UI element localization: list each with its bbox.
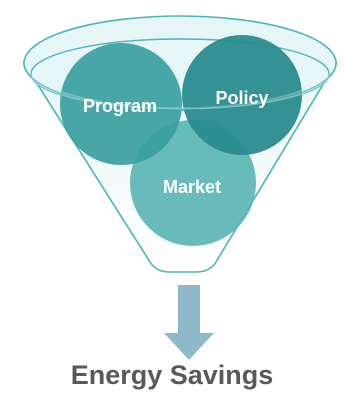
policy-circle [182,35,302,155]
program-circle [60,43,182,165]
policy-label: Policy [215,88,268,108]
market-label: Market [163,177,221,197]
down-arrow-icon [164,285,214,360]
result-label: Energy Savings [70,360,274,390]
funnel-rim-front [30,73,330,110]
program-label: Program [83,96,157,116]
